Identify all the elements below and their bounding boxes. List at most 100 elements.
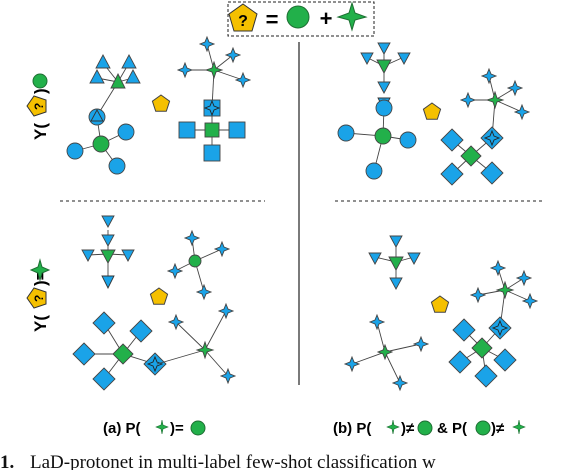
blue-square-icon <box>203 144 221 162</box>
blue-diamond-icon <box>480 161 504 185</box>
blue-square-icon <box>178 121 196 139</box>
blue-star-icon <box>513 103 531 121</box>
row-top-green-circle-icon <box>32 73 48 89</box>
paper-caption-number: 1. <box>0 452 14 470</box>
blue-diamond-icon <box>72 342 96 366</box>
blue-diamond-icon <box>92 367 116 391</box>
legend: ? = + <box>227 1 375 37</box>
blue-triangle-down-icon <box>377 81 391 94</box>
green-diamond-icon <box>471 337 493 359</box>
blue-star-icon <box>480 67 498 85</box>
blue-circle-icon <box>108 157 126 175</box>
caption-a-prefix: (a) P( <box>103 420 141 437</box>
caption-b-green-star-icon <box>386 419 400 435</box>
caption-b: (b) P( )≠ & P( )≠ <box>333 419 526 437</box>
green-star-icon <box>485 90 505 110</box>
unknown-class-pentagon-icon: ? <box>228 3 258 32</box>
panel-b-bottom <box>343 235 539 392</box>
blue-star-icon <box>506 79 524 97</box>
green-star-icon <box>376 343 394 361</box>
row-bottom-y: Y( <box>31 315 50 332</box>
blue-triangle-icon <box>89 69 105 84</box>
caption-b-green-circle-icon-2 <box>475 420 491 436</box>
blue-star-icon <box>167 313 185 331</box>
blue-triangle-down-icon <box>121 249 135 262</box>
green-diamond-icon <box>460 145 482 167</box>
blue-triangle-icon <box>121 54 137 69</box>
blue-star-overlay-icon <box>483 129 501 147</box>
caption-b-mid1: )≠ <box>401 420 415 437</box>
blue-star-overlay-icon <box>146 355 164 373</box>
caption-b-green-circle-icon <box>417 420 433 436</box>
caption-b-green-star-icon-2 <box>512 419 526 435</box>
panel-a-top <box>66 35 252 175</box>
blue-star-icon <box>166 262 184 280</box>
blue-triangle-icon <box>95 54 111 69</box>
blue-circle-icon <box>117 123 135 141</box>
blue-diamond-icon <box>493 348 517 372</box>
row-top-pentagon-icon <box>26 95 47 117</box>
caption-b-mid3: )≠ <box>491 420 505 437</box>
row-bottom-pentagon-icon <box>26 287 47 309</box>
blue-triangle-down-icon <box>397 52 411 65</box>
blue-star-icon <box>217 302 235 320</box>
caption-b-prefix: (b) P( <box>333 420 371 437</box>
green-triangle-down-icon <box>376 59 392 74</box>
paper-caption-text: LaD-protonet in multi-label few-shot cla… <box>30 452 436 470</box>
green-circle-icon <box>286 5 310 29</box>
blue-triangle-down-icon <box>101 234 115 247</box>
blue-star-icon <box>224 46 242 64</box>
blue-star-icon <box>515 269 533 287</box>
blue-diamond-icon <box>452 318 476 342</box>
blue-triangle-overlay-icon <box>90 109 104 122</box>
caption-a-green-circle-icon <box>190 420 206 436</box>
blue-star-icon <box>183 229 201 247</box>
blue-star-icon <box>489 259 507 277</box>
row-top-y: Y( <box>31 123 50 140</box>
row-bottom-green-star-icon <box>29 258 51 282</box>
blue-triangle-down-icon <box>407 252 421 265</box>
blue-circle-icon <box>66 142 84 160</box>
blue-star-icon <box>213 240 231 258</box>
blue-star-icon <box>234 71 252 89</box>
blue-star-icon <box>521 292 539 310</box>
blue-star-icon <box>391 374 409 392</box>
blue-triangle-overlay-icon <box>101 275 115 290</box>
green-circle-icon <box>92 135 110 153</box>
blue-triangle-down-icon <box>81 249 95 262</box>
blue-square-icon <box>228 121 246 139</box>
green-star-icon <box>495 280 515 300</box>
query-pentagon-icon <box>430 295 450 313</box>
blue-triangle-down-icon <box>360 52 374 65</box>
caption-a-green-star-icon <box>155 419 169 435</box>
blue-star-icon <box>198 35 216 53</box>
paper-caption: 1. LaD-protonet in multi-label few-shot … <box>0 452 436 470</box>
blue-triangle-down-icon <box>377 42 391 55</box>
legend-plus: + <box>320 6 333 31</box>
blue-star-icon <box>469 286 487 304</box>
query-pentagon-icon <box>149 287 169 305</box>
green-star-icon <box>195 340 215 360</box>
blue-star-icon <box>219 367 237 385</box>
blue-diamond-icon <box>440 128 464 152</box>
green-square-icon <box>204 122 220 138</box>
panel-a-bottom <box>72 215 237 391</box>
blue-diamond-icon <box>448 350 472 374</box>
blue-diamond-icon <box>129 319 153 343</box>
blue-star-icon <box>459 91 477 109</box>
green-star-icon <box>336 1 368 32</box>
blue-circle-icon <box>375 99 393 117</box>
blue-star-overlay-icon <box>203 99 221 117</box>
caption-a-suffix: )= <box>170 420 184 437</box>
caption-a: (a) P( )= <box>103 419 206 437</box>
blue-circle-icon <box>337 124 355 142</box>
blue-star-overlay-icon <box>491 319 509 337</box>
green-triangle-down-icon <box>100 249 116 264</box>
blue-diamond-icon <box>474 364 498 388</box>
green-star-icon <box>204 60 224 80</box>
blue-diamond-icon <box>440 162 464 186</box>
green-circle-icon <box>374 127 392 145</box>
query-pentagon-icon <box>422 102 442 120</box>
